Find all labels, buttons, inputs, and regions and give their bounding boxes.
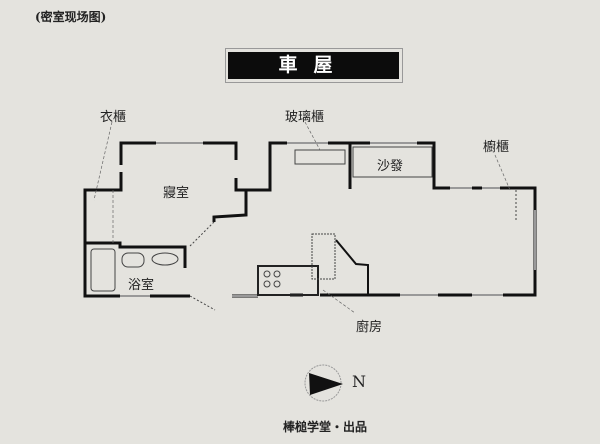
label-glass-cabinet: 玻璃櫃 <box>285 110 325 125</box>
sofa <box>352 146 433 178</box>
sofa-wall <box>417 141 450 190</box>
kitchen-counter <box>257 265 319 296</box>
north-arrow-icon <box>309 373 343 395</box>
label-kitchen: 廚房 <box>356 320 383 335</box>
bedroom-right-wall <box>234 141 287 192</box>
label-cupboard: 櫥櫃 <box>483 140 510 155</box>
bedroom-top-left-wall <box>119 141 156 165</box>
label-bathroom: 浴室 <box>128 278 155 293</box>
windows <box>120 142 536 297</box>
banner-frame <box>225 48 403 83</box>
title-banner: 車屋 <box>228 52 399 79</box>
north-label: N <box>352 372 366 391</box>
bedroom-wall <box>83 172 123 298</box>
bedroom-step-wall <box>212 190 248 222</box>
footer-credit: 棒槌学堂・出品 <box>283 420 368 434</box>
toilet <box>121 252 145 268</box>
island-counter <box>335 239 369 295</box>
bedroom-top-right-wall <box>203 141 238 160</box>
glass-cabinet <box>294 149 346 165</box>
kitchen-island <box>311 233 336 280</box>
bath-top-wall <box>85 241 187 268</box>
right-wall <box>500 186 537 297</box>
label-bedroom: 寢室 <box>163 186 190 201</box>
sink <box>151 252 179 266</box>
label-wardrobe: 衣櫃 <box>100 110 127 125</box>
diagram-caption: (密室现场图) <box>35 10 107 24</box>
compass-circle <box>304 364 342 402</box>
leader-lines <box>93 121 511 314</box>
bathtub <box>90 248 116 292</box>
compass <box>304 364 343 402</box>
furniture <box>90 146 517 311</box>
label-sofa: 沙發 <box>377 159 404 174</box>
